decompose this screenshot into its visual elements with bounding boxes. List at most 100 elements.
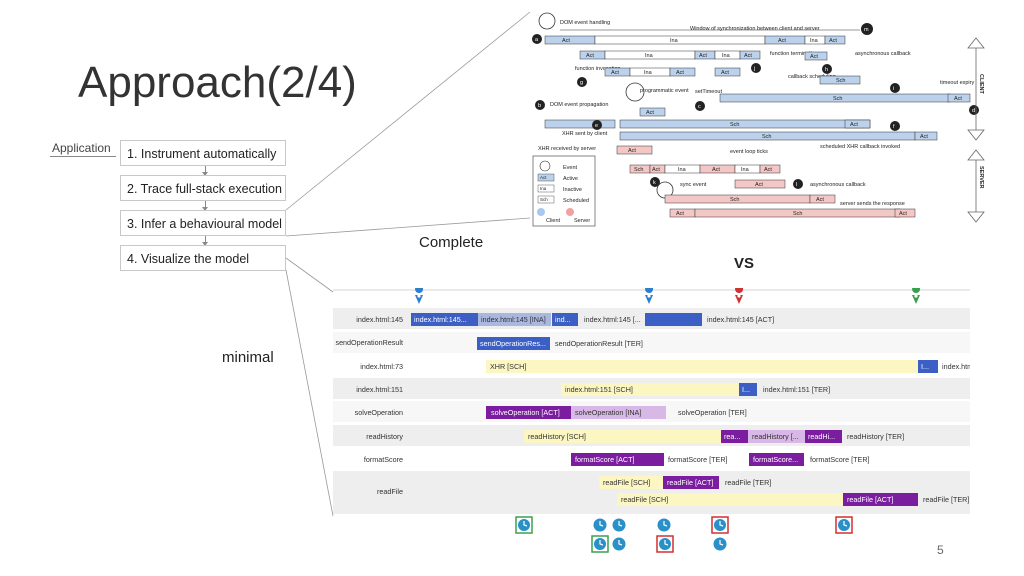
segment: readFile [SCH] <box>621 495 668 504</box>
marker-b-label: b <box>538 103 541 109</box>
clock-icon[interactable] <box>713 537 727 551</box>
clock-icon[interactable] <box>593 518 607 532</box>
marker-m <box>861 23 873 35</box>
step-connector <box>205 201 206 209</box>
clock-icon[interactable] <box>711 516 729 534</box>
row-label-readhistory: readHistory <box>366 432 403 441</box>
timeout-expiry-text: timeout expiry <box>940 80 974 86</box>
dom-event-handling-text: DOM event handling <box>560 20 610 26</box>
step-arrow <box>202 242 208 246</box>
marker-i-label: i <box>893 86 894 92</box>
bar-act: Act <box>628 148 636 154</box>
segment: index.htm <box>942 362 970 371</box>
step-arrow <box>202 172 208 176</box>
function-termination-text: function termination <box>770 51 818 57</box>
segment: readHistory [TER] <box>847 432 904 441</box>
marker-h <box>822 64 832 74</box>
marker-k <box>650 177 660 187</box>
segment: readFile [ACT] <box>847 495 893 504</box>
label-minimal: minimal <box>222 349 274 366</box>
xhr-received-text: XHR received by server <box>538 146 596 152</box>
clock-row <box>515 516 853 553</box>
step-connector <box>205 236 206 244</box>
row-label-solveoperation: solveOperation <box>355 408 403 417</box>
segment: index.html:151 [SCH] <box>565 385 633 394</box>
marker-e-label: e <box>595 123 598 129</box>
complete-model-diagram: DOM event handling Window of synchroniza… <box>532 12 985 227</box>
step-trace: 2. Trace full-stack execution <box>120 175 286 201</box>
pin-green-icon <box>912 288 921 304</box>
segment: ind... <box>555 315 571 324</box>
legend-scheduled: Scheduled <box>563 198 589 204</box>
legend-active: Active <box>563 176 578 182</box>
application-underline <box>50 156 116 157</box>
bar-act: Act <box>755 182 763 188</box>
bar-sch: Sch <box>793 211 802 217</box>
row-label-index73: index.html:73 <box>360 362 403 371</box>
segment: readFile [ACT] <box>667 478 713 487</box>
marker-b <box>535 100 545 110</box>
bar-act: Act <box>646 110 654 116</box>
step-infer: 3. Infer a behavioural model <box>120 210 286 236</box>
legend-act-box: Act <box>540 175 547 180</box>
slide-title: Approach(2/4) <box>78 58 357 107</box>
segment: formatScore... <box>753 455 798 464</box>
sync-event-text: sync event <box>680 182 707 188</box>
bar-ina: Ina <box>670 38 679 44</box>
marker-l-label: l <box>796 182 797 188</box>
marker-g-label: g <box>580 80 583 86</box>
marker-a-label: a <box>535 37 539 43</box>
marker-d <box>969 105 979 115</box>
segment: index.html:145 [ACT] <box>707 315 774 324</box>
bar-sch: Sch <box>730 122 739 128</box>
segment: readHistory [... <box>752 432 799 441</box>
xhr-sent-text: XHR sent by client <box>562 131 608 137</box>
event-loop-ticks-text: event loop ticks <box>730 149 768 155</box>
bar-act: Act <box>652 167 660 173</box>
legend-client: Client <box>546 218 561 224</box>
marker-a <box>532 34 542 44</box>
function-invocation-text: function invocation <box>575 66 621 72</box>
dom-event-propagation-text: DOM event propagation <box>550 102 608 108</box>
legend-server: Server <box>574 218 590 224</box>
segment: I... <box>921 362 929 371</box>
bar-sch: Sch <box>836 78 845 84</box>
row-label-index151: index.html:151 <box>356 385 403 394</box>
bar-act: Act <box>954 96 962 102</box>
clock-icon[interactable] <box>835 516 853 534</box>
bar-ina: Ina <box>644 70 653 76</box>
bar-act: Act <box>829 38 837 44</box>
clock-icon[interactable] <box>657 518 671 532</box>
settimeout-text: setTimeout <box>695 89 722 95</box>
marker-l <box>793 179 803 189</box>
clock-icon[interactable] <box>612 518 626 532</box>
window-sync-text: Window of synchronization between client… <box>690 26 820 32</box>
clock-icon[interactable] <box>591 535 609 553</box>
clock-icon[interactable] <box>612 537 626 551</box>
marker-f <box>890 121 900 131</box>
minimal-timeline: index.html:145 sendOperationResult index… <box>333 288 970 514</box>
callback-scheduling-text: callback scheduling <box>788 74 836 80</box>
bar-act: Act <box>810 54 818 60</box>
label-vs: VS <box>734 255 755 272</box>
segment: index.html:151 [TER] <box>763 385 830 394</box>
row-label-sendoperationresult: sendOperationResult <box>335 338 403 347</box>
marker-e <box>592 120 602 130</box>
client-side-label: CLIENT <box>978 74 984 95</box>
step-arrow <box>202 207 208 211</box>
server-side-label: SERVER <box>978 166 984 189</box>
segment: readFile [TER] <box>923 495 969 504</box>
server-sends-text: server sends the response <box>840 201 905 207</box>
bar-act: Act <box>764 167 772 173</box>
segment: formatScore [ACT] <box>575 455 635 464</box>
segment: solveOperation [TER] <box>678 408 747 417</box>
bar-act: Act <box>676 70 684 76</box>
row-label-readfile: readFile <box>377 487 403 496</box>
marker-d-label: d <box>972 108 975 114</box>
segment: formatScore [TER] <box>668 455 728 464</box>
clock-icon[interactable] <box>515 516 533 534</box>
bar-act: Act <box>712 167 720 173</box>
step-connector <box>205 166 206 174</box>
clock-icon[interactable] <box>656 535 674 553</box>
